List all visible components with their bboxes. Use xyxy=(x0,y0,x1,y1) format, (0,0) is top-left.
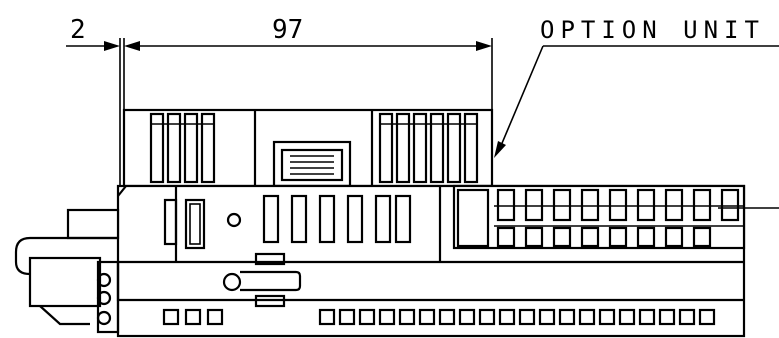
dimension-left-offset: 2 xyxy=(66,15,120,51)
dimension-overall-width-label: 97 xyxy=(272,15,303,45)
dimension-overall-width: 97 xyxy=(119,15,493,185)
terminal-block xyxy=(452,184,779,250)
front-panel xyxy=(163,194,412,250)
indicator-led-icon xyxy=(226,212,242,228)
option-unit-left-vents xyxy=(149,112,216,184)
left-connector xyxy=(14,208,120,334)
dimension-left-offset-label: 2 xyxy=(70,15,86,45)
screw-icon xyxy=(222,272,242,292)
option-unit-body xyxy=(122,108,494,188)
bottom-slot-row xyxy=(162,308,716,326)
option-unit-right-vents xyxy=(378,112,479,184)
callout-option-unit-label: OPTION UNIT xyxy=(540,16,765,44)
callout-option-unit: OPTION UNIT xyxy=(494,16,779,158)
